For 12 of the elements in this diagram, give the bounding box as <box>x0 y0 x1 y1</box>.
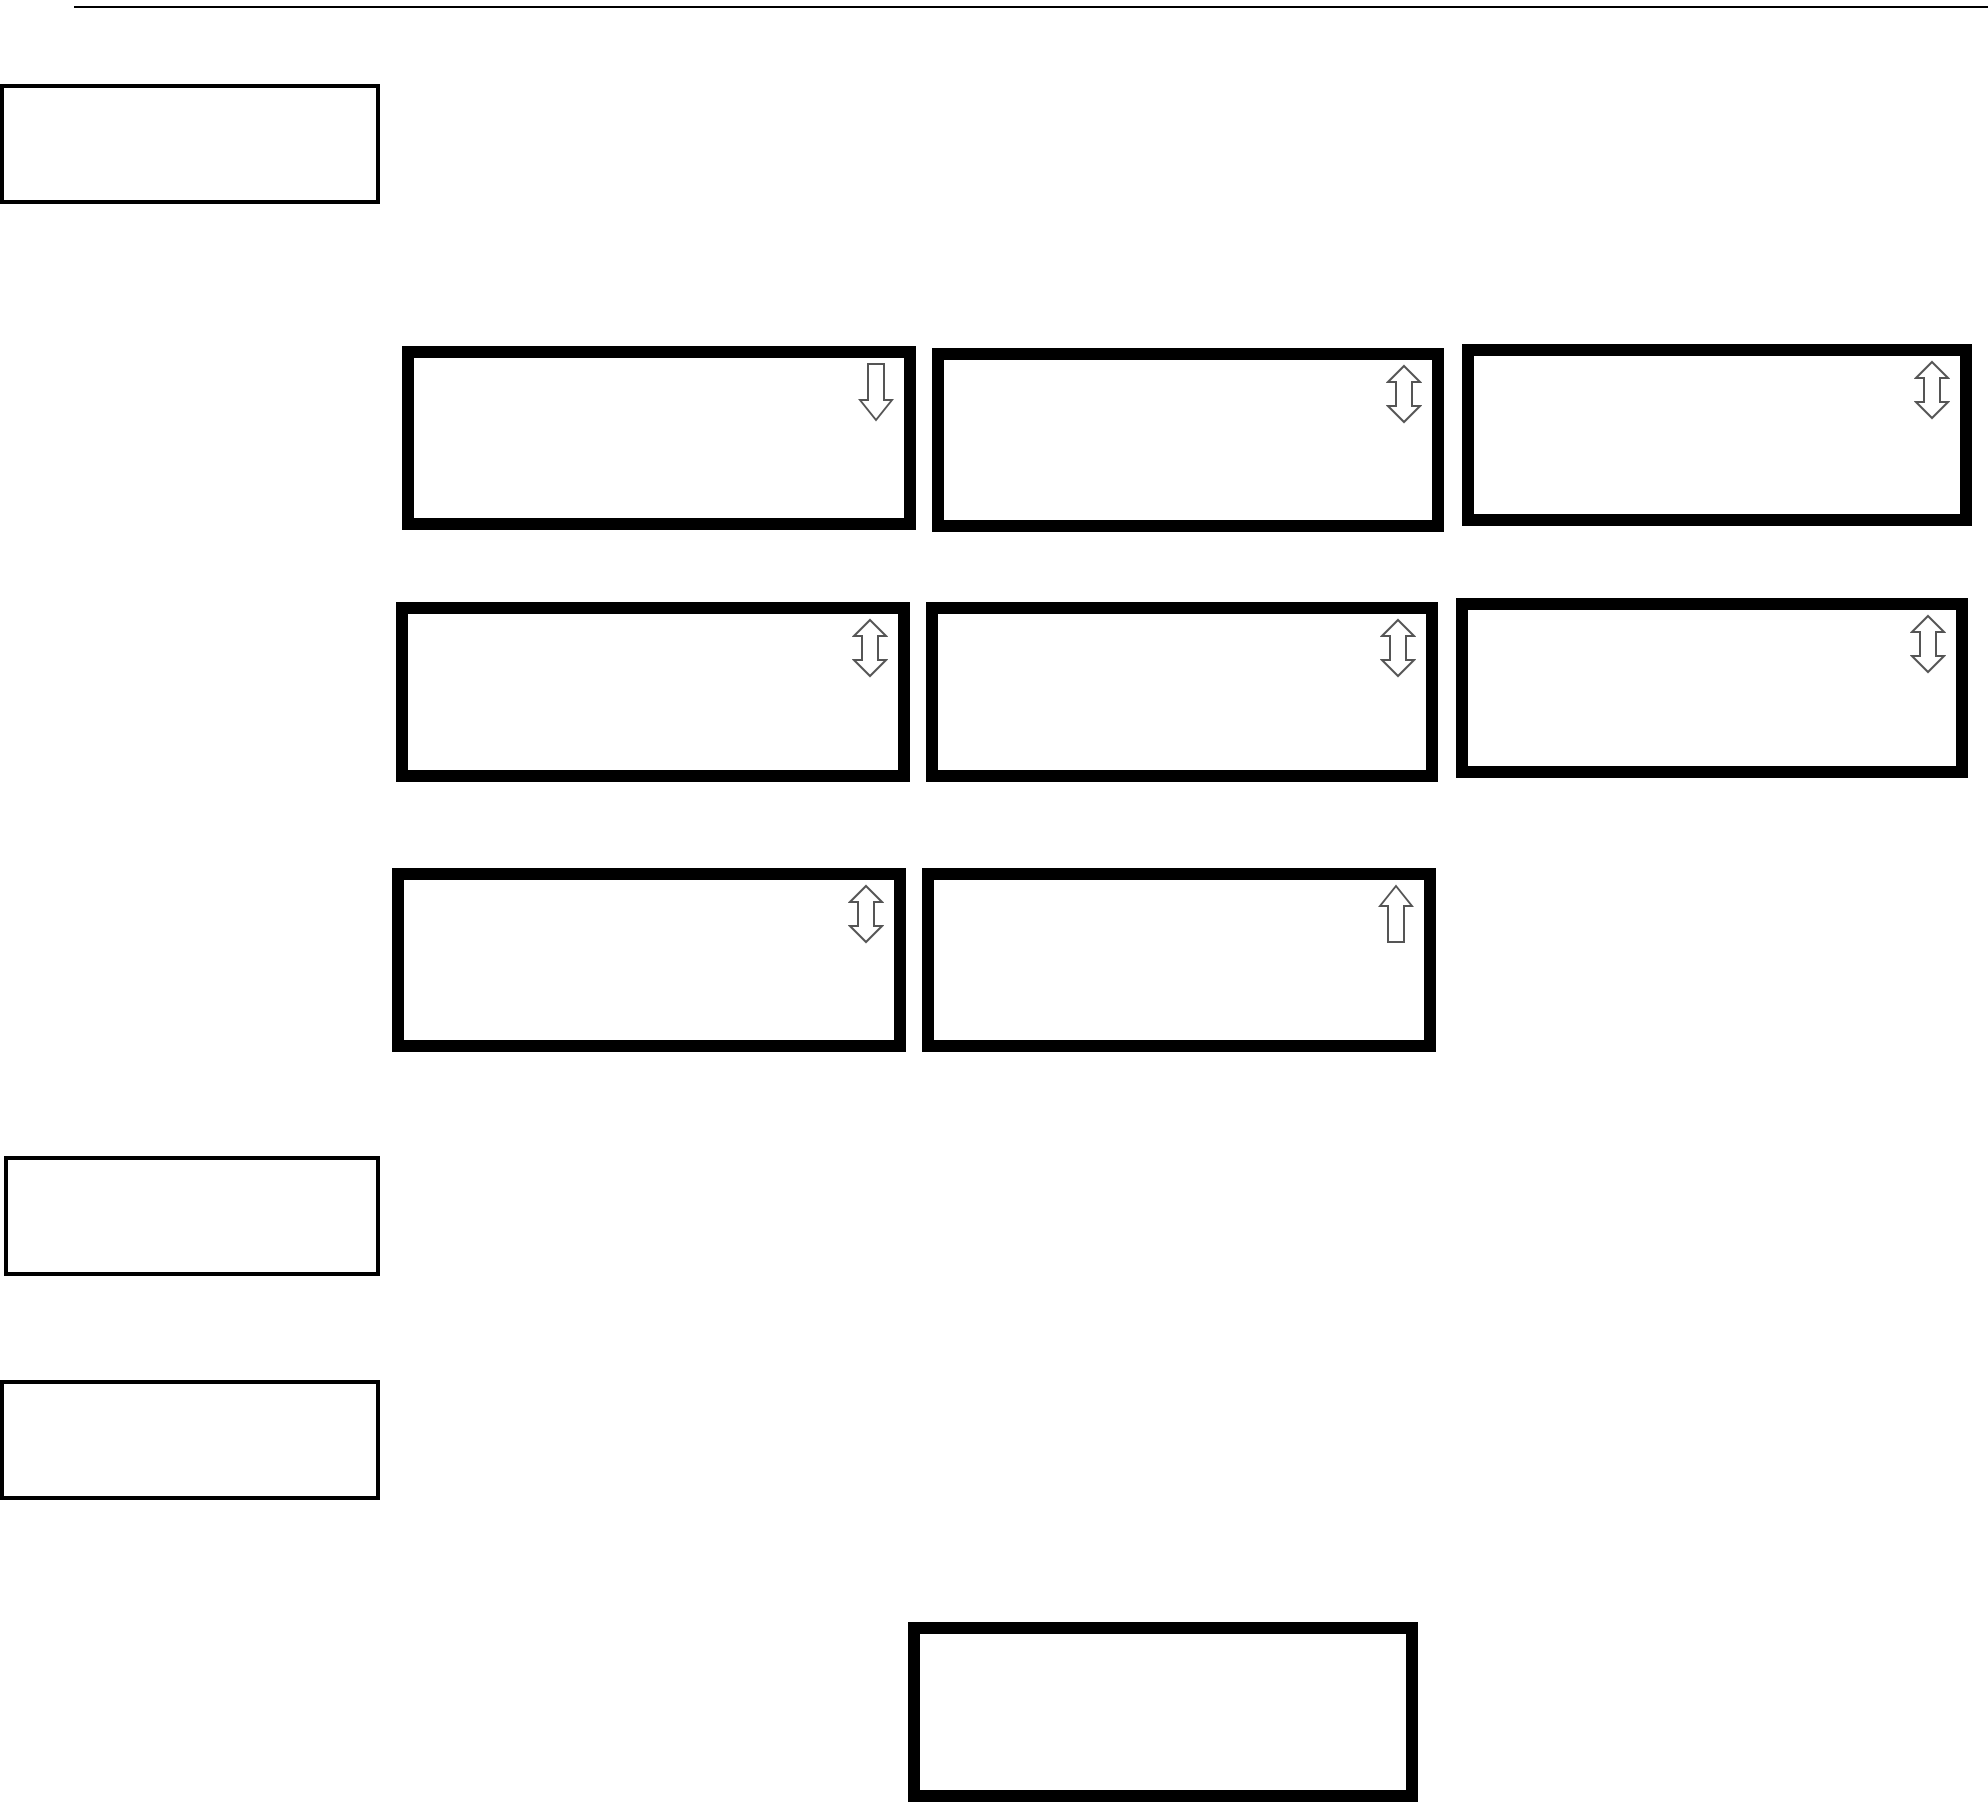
display-box <box>932 348 1444 532</box>
display-box <box>396 602 910 782</box>
display-box <box>908 1622 1418 1802</box>
display-box <box>392 868 906 1052</box>
display-box <box>0 1380 380 1500</box>
display-box <box>4 1156 380 1276</box>
display-box <box>1462 344 1972 526</box>
display-box <box>0 84 380 204</box>
display-box <box>926 602 1438 782</box>
display-box <box>1456 598 1968 778</box>
display-box <box>922 868 1436 1052</box>
display-box <box>402 346 916 530</box>
